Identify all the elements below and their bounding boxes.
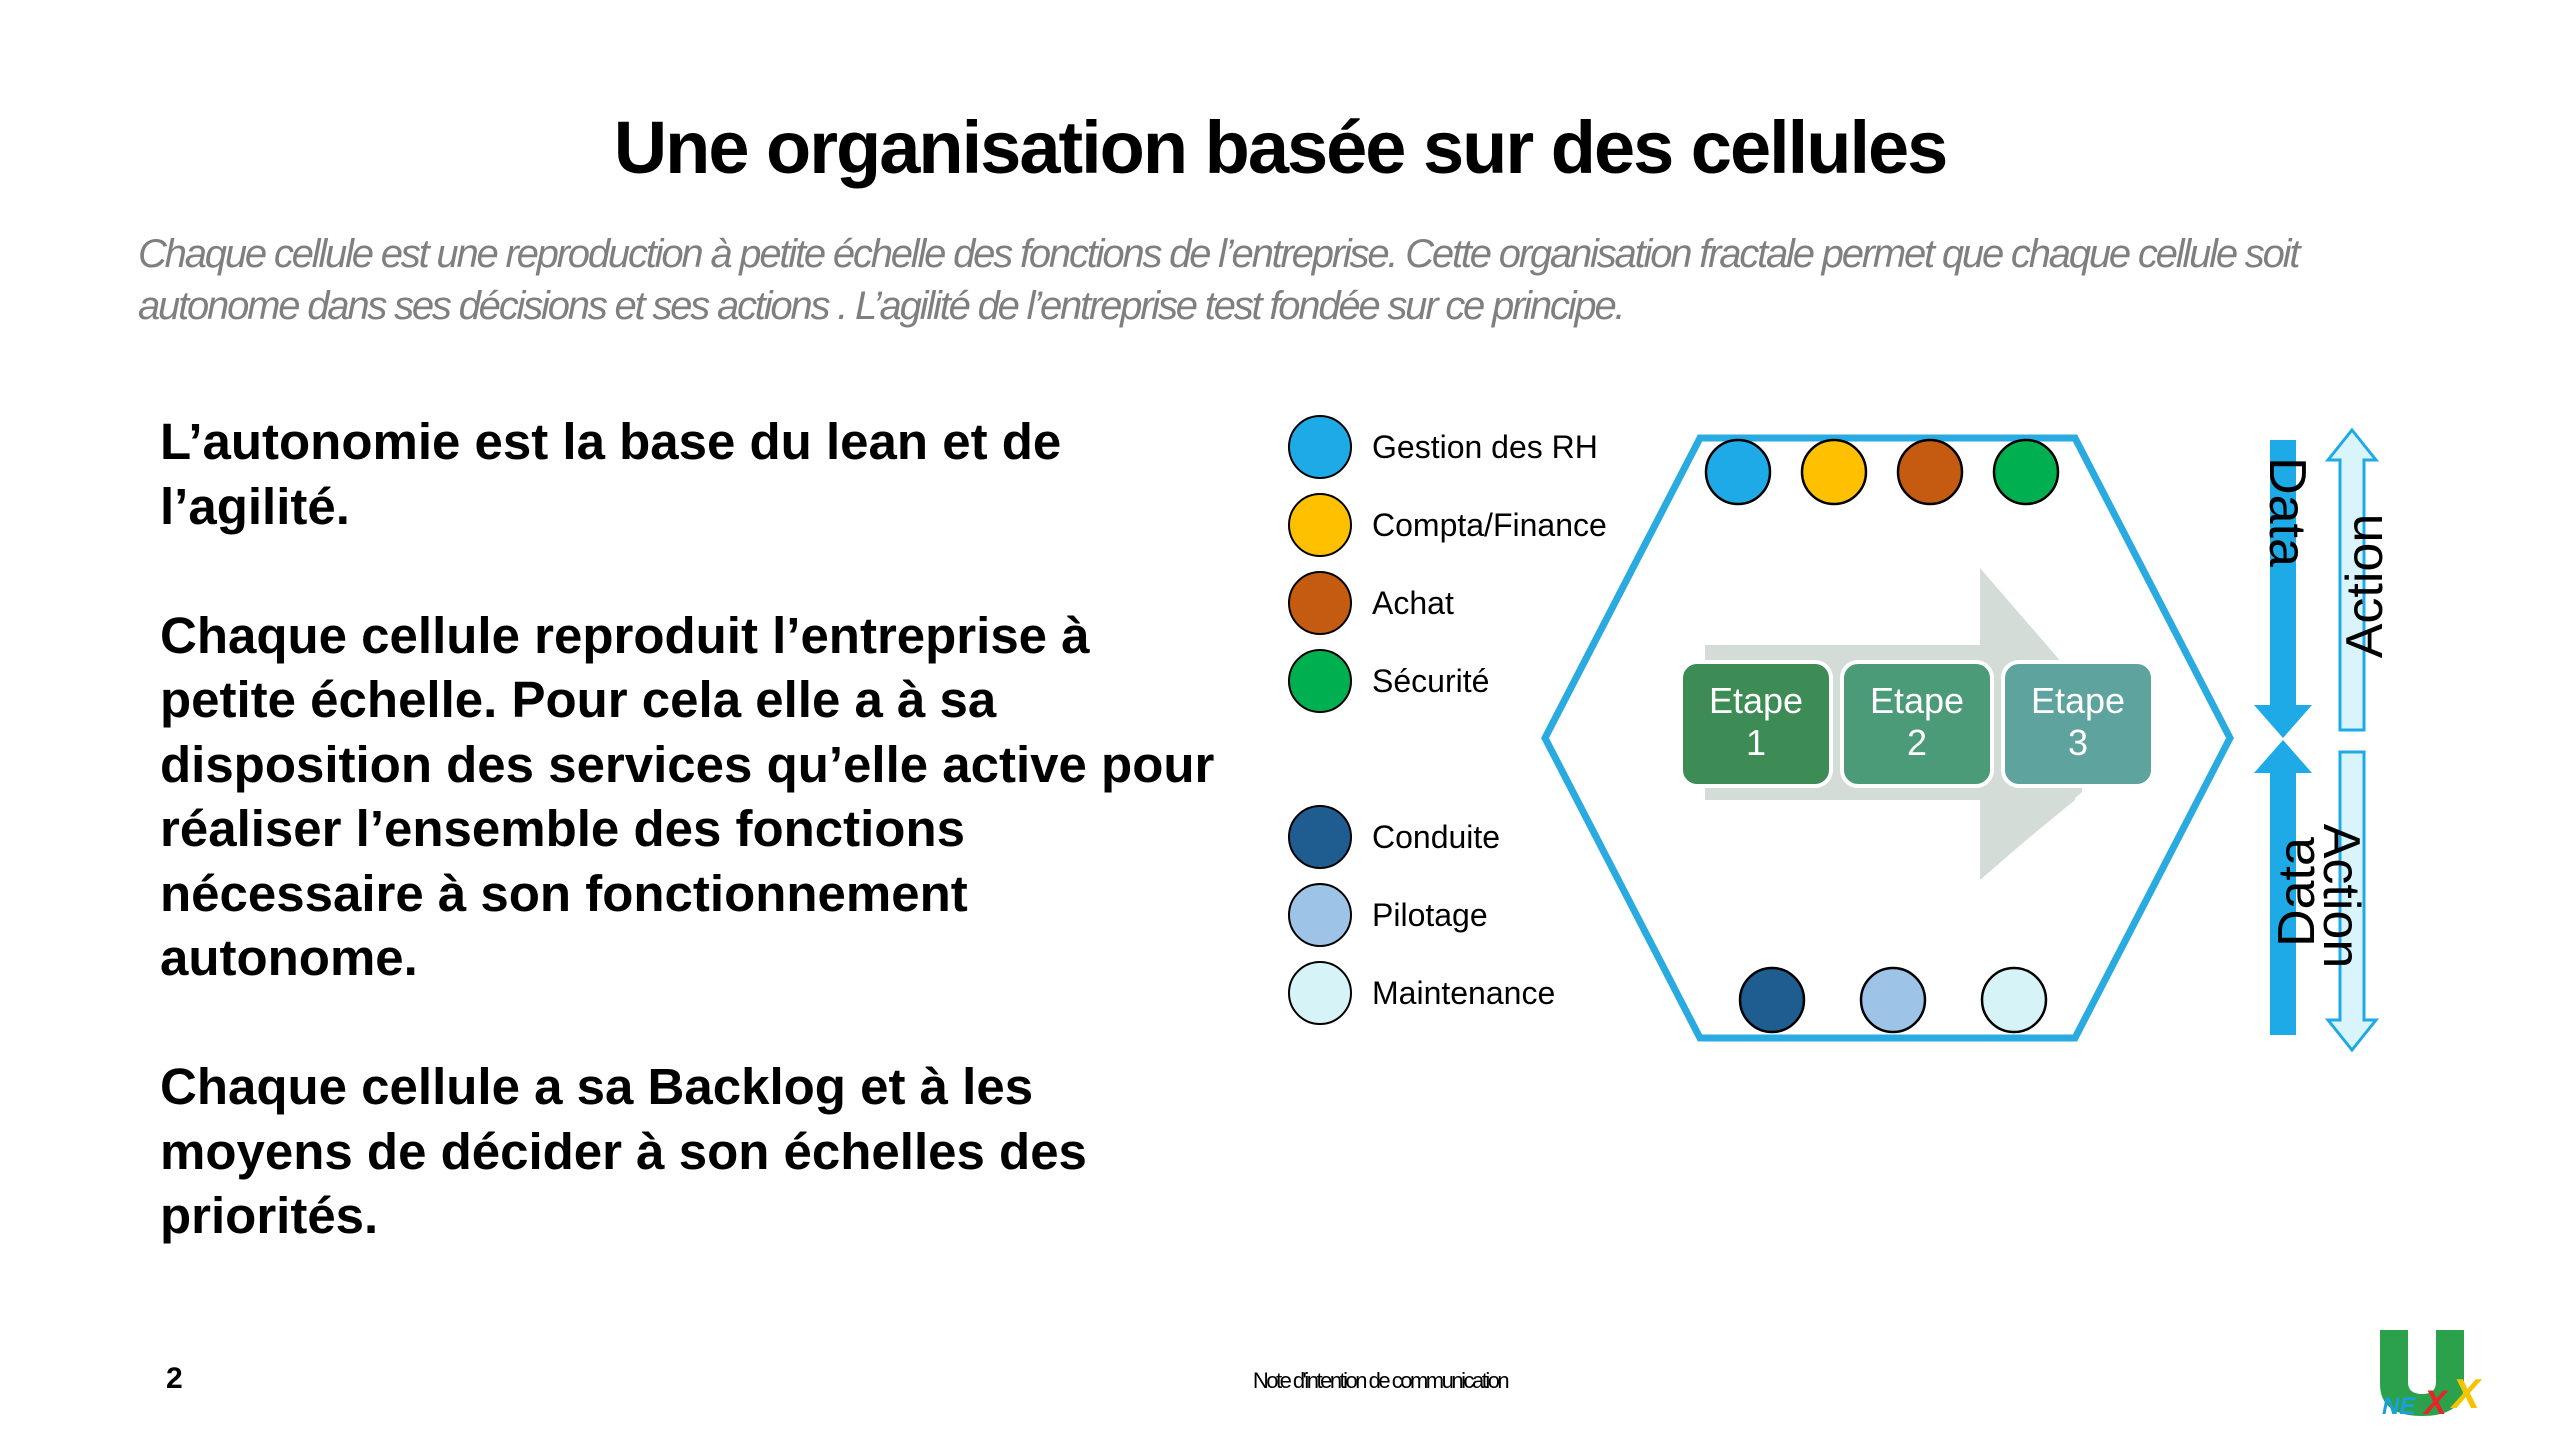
action-arrow-down xyxy=(2324,750,2380,1053)
step-2: Etape 2 xyxy=(1840,660,1994,788)
legend-dot-pilotage xyxy=(1288,883,1352,947)
subtitle-line-1: Chaque cellule est une reproduction à pe… xyxy=(138,232,2300,276)
unexx-logo: NE X X xyxy=(2380,1330,2483,1420)
cell-dot-achat xyxy=(1896,438,1964,506)
data-arrow-down xyxy=(2254,440,2312,738)
legend-label-achat: Achat xyxy=(1372,584,1454,621)
legend-dot-maintenance xyxy=(1288,961,1352,1025)
legend-item-rh: Gestion des RH xyxy=(1288,412,1598,482)
legend-item-achat: Achat xyxy=(1288,568,1454,638)
subtitle-line-2: autonome dans ses décisions et ses actio… xyxy=(138,284,1626,328)
step-1: Etape 1 xyxy=(1679,660,1833,788)
cell-hexagon xyxy=(1541,434,2234,1042)
paragraph-autonomy: L’autonomie est la base du lean et de l’… xyxy=(160,413,1062,535)
logo-sub-text-x1: X xyxy=(2422,1384,2449,1420)
logo-sub-text-ne: NE xyxy=(2382,1393,2416,1420)
legend-dot-conduite xyxy=(1288,805,1352,869)
step-3-number: 3 xyxy=(2068,722,2088,763)
slide-subtitle: Chaque cellule est une reproduction à pe… xyxy=(138,228,2438,332)
action-label-bottom: Action xyxy=(2312,824,2370,969)
footer-note: Note d'intention de communication xyxy=(1252,1368,1510,1393)
data-label-top: Data xyxy=(2258,457,2316,567)
step-2-label: Etape xyxy=(1870,680,1964,721)
step-2-number: 2 xyxy=(1907,722,1927,763)
paragraph-cell-reproduction: Chaque cellule reproduit l’entreprise à … xyxy=(160,606,1215,987)
logo-sub-text-x2: X xyxy=(2450,1370,2483,1417)
cell-dot-rh xyxy=(1704,438,1772,506)
legend-label-finance: Compta/Finance xyxy=(1372,506,1607,543)
step-1-label: Etape xyxy=(1709,680,1803,721)
action-arrow-up xyxy=(2324,427,2380,732)
legend-label-rh: Gestion des RH xyxy=(1372,428,1598,465)
step-3: Etape 3 xyxy=(2001,660,2155,788)
cell-dot-conduite xyxy=(1738,966,1806,1034)
legend-item-securite: Sécurité xyxy=(1288,646,1489,716)
step-1-number: 1 xyxy=(1746,722,1766,763)
data-arrow-up xyxy=(2254,740,2312,1035)
cell-dot-finance xyxy=(1800,438,1868,506)
legend-label-pilotage: Pilotage xyxy=(1372,896,1488,933)
legend-item-pilotage: Pilotage xyxy=(1288,880,1488,950)
cell-dot-securite xyxy=(1992,438,2060,506)
paragraph-backlog: Chaque cellule a sa Backlog et à les moy… xyxy=(160,1058,1087,1244)
legend-label-maintenance: Maintenance xyxy=(1372,974,1556,1011)
logo-u-letter xyxy=(2380,1330,2464,1416)
legend-dot-rh xyxy=(1288,415,1352,479)
legend-label-securite: Sécurité xyxy=(1372,662,1490,699)
legend-item-maintenance: Maintenance xyxy=(1288,958,1555,1028)
cell-diagram: Etape 1 Etape 2 Etape 3 Data Data Action… xyxy=(1541,427,2394,1053)
legend-item-conduite: Conduite xyxy=(1288,802,1500,872)
cell-dot-pilotage xyxy=(1859,966,1927,1034)
body-text: L’autonomie est la base du lean et de l’… xyxy=(160,410,1220,1313)
legend-dot-finance xyxy=(1288,493,1352,557)
legend-label-conduite: Conduite xyxy=(1372,818,1501,855)
slide-title: Une organisation basée sur des cellules xyxy=(613,106,1949,189)
legend-dot-securite xyxy=(1288,649,1352,713)
legend-dot-achat xyxy=(1288,571,1352,635)
cell-dot-maintenance xyxy=(1980,966,2048,1034)
action-label-top: Action xyxy=(2336,514,2394,659)
step-3-label: Etape xyxy=(2031,680,2125,721)
page-number: 2 xyxy=(166,1362,183,1395)
legend-item-finance: Compta/Finance xyxy=(1288,490,1607,560)
data-label-bottom: Data xyxy=(2268,837,2326,947)
